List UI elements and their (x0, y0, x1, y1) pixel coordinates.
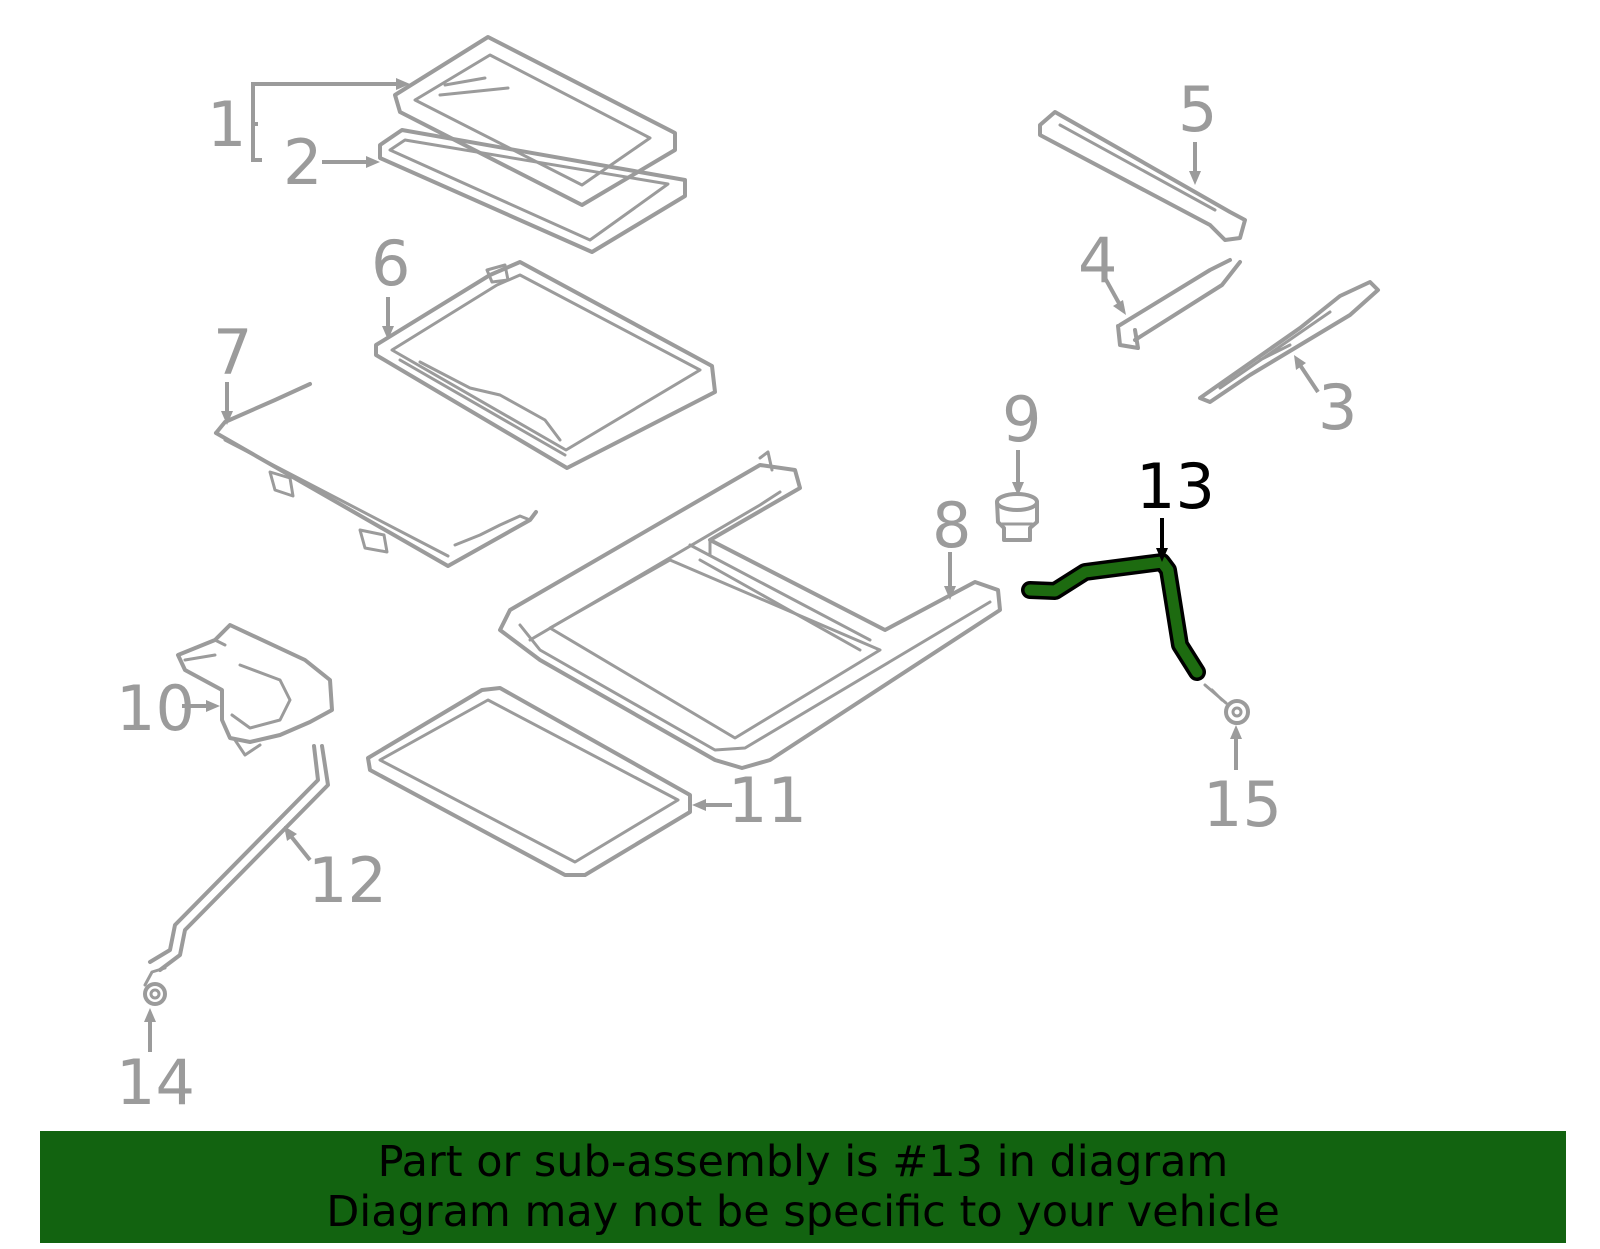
part-9-grommet[interactable] (995, 492, 1039, 542)
part-8-housing[interactable] (498, 450, 1002, 770)
callout-5: 5 (1178, 73, 1217, 146)
info-banner: Part or sub-assembly is #13 in diagram D… (40, 1131, 1566, 1243)
part-6-sunshade[interactable] (374, 260, 717, 470)
callout-2: 2 (283, 126, 322, 199)
callout-1: 1 (207, 88, 246, 161)
callout-10: 10 (116, 672, 195, 745)
callout-9: 9 (1002, 383, 1041, 456)
callout-leaders (144, 78, 1320, 1052)
callout-12: 12 (308, 844, 387, 917)
part-1-glass-panel[interactable] (393, 35, 677, 207)
callout-13: 13 (1136, 450, 1215, 523)
part-4-link[interactable] (1116, 258, 1242, 350)
callout-4: 4 (1078, 224, 1117, 297)
callout-8: 8 (932, 489, 971, 562)
callout-6: 6 (371, 227, 410, 300)
banner-line-2: Diagram may not be specific to your vehi… (326, 1187, 1280, 1237)
callout-15: 15 (1203, 768, 1282, 841)
part-7-frame[interactable] (214, 382, 538, 568)
part-14-clip[interactable] (143, 966, 167, 1006)
callout-7: 7 (213, 316, 252, 389)
callout-11: 11 (728, 764, 807, 837)
part-12-drain-hose[interactable] (148, 744, 330, 972)
callout-14: 14 (116, 1046, 195, 1119)
part-11-seal[interactable] (366, 686, 692, 877)
part-3-guide-rail[interactable] (1198, 280, 1380, 404)
part-10-motor[interactable] (176, 623, 334, 757)
part-13-drain-hose-highlighted[interactable] (1021, 553, 1206, 681)
banner-line-1: Part or sub-assembly is #13 in diagram (377, 1137, 1229, 1187)
part-15-clip[interactable] (1203, 683, 1250, 725)
part-2-glass-seal[interactable] (378, 128, 687, 254)
callout-3: 3 (1318, 371, 1357, 444)
part-5-rail[interactable] (1038, 110, 1247, 242)
